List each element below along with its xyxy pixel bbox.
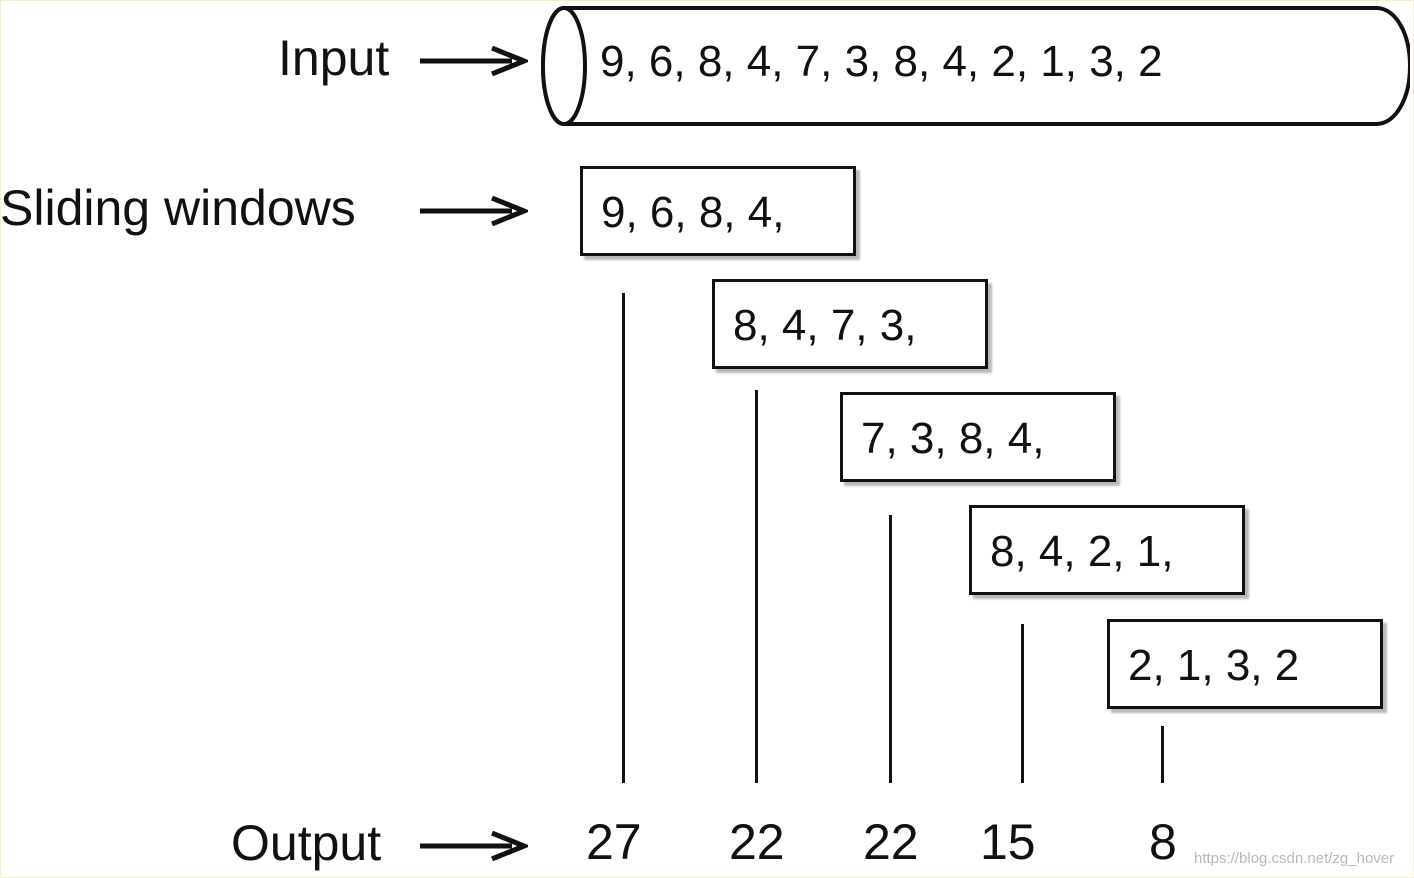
output-value-3: 22 <box>863 814 919 870</box>
input-arrow-icon <box>420 46 528 76</box>
window-3-output-line <box>889 515 892 783</box>
watermark: https://blog.csdn.net/zg_hover <box>1194 850 1395 867</box>
window-2-values: 8, 4, 7, 3, <box>733 301 917 350</box>
window-5-output-line <box>1161 726 1164 783</box>
output-arrow-icon <box>420 831 528 861</box>
window-1-values: 9, 6, 8, 4, <box>601 188 785 237</box>
sliding-windows-arrow-icon <box>420 196 528 226</box>
input-sequence: 9, 6, 8, 4, 7, 3, 8, 4, 2, 1, 3, 2 <box>600 37 1163 86</box>
output-value-4: 15 <box>980 814 1036 870</box>
window-4-values: 8, 4, 2, 1, <box>990 527 1174 576</box>
window-3: 7, 3, 8, 4, <box>840 392 1116 482</box>
window-2: 8, 4, 7, 3, <box>712 279 988 369</box>
window-3-values: 7, 3, 8, 4, <box>861 414 1045 463</box>
output-value-2: 22 <box>729 814 785 870</box>
input-cylinder-icon <box>540 6 1410 126</box>
window-4-output-line <box>1021 624 1024 783</box>
input-label: Input <box>278 30 390 86</box>
window-1-output-line <box>622 293 625 783</box>
output-value-1: 27 <box>586 814 642 870</box>
output-value-5: 8 <box>1149 814 1177 870</box>
output-label: Output <box>231 815 382 871</box>
window-1: 9, 6, 8, 4, <box>580 166 856 256</box>
window-4: 8, 4, 2, 1, <box>969 505 1245 595</box>
window-2-output-line <box>755 390 758 783</box>
sliding-windows-label: Sliding windows <box>0 180 356 236</box>
window-5-values: 2, 1, 3, 2 <box>1128 641 1300 690</box>
window-5: 2, 1, 3, 2 <box>1107 619 1383 709</box>
